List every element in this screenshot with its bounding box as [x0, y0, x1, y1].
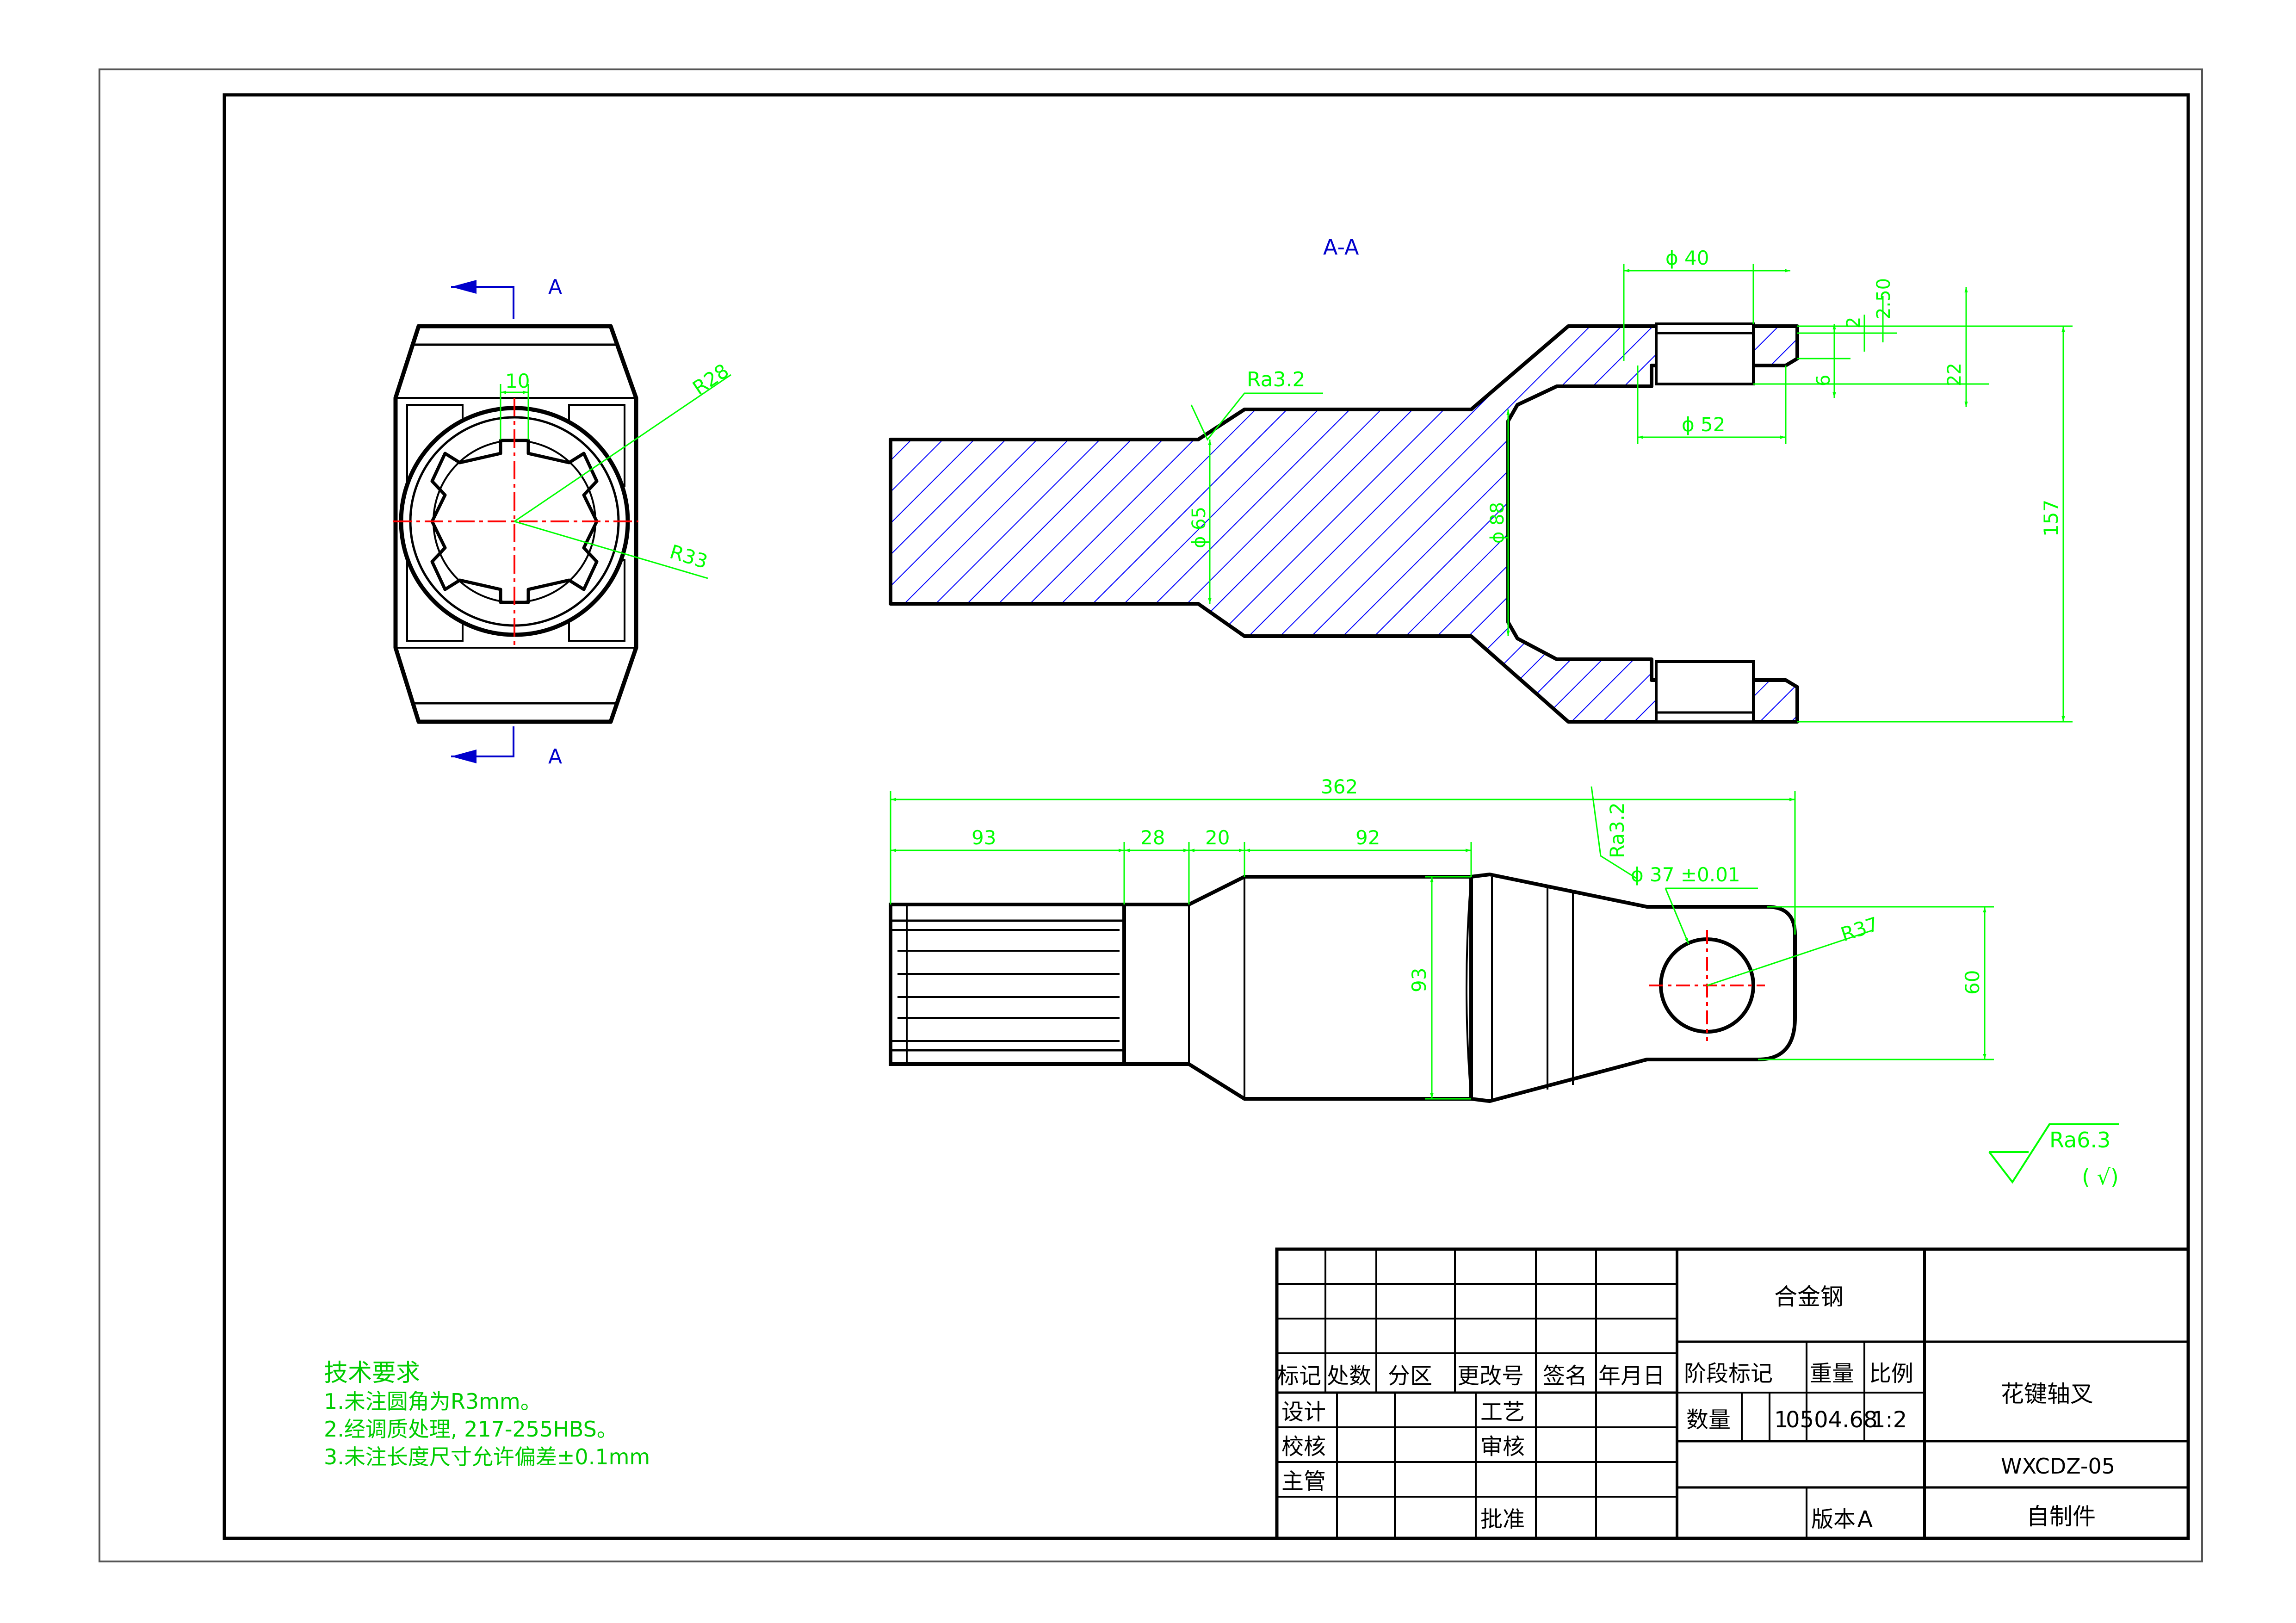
dim-r37-leader [1707, 929, 1874, 986]
tb-qty-value: 1 [1774, 1407, 1789, 1433]
roughness-symbol [1590, 786, 1638, 880]
tb-stage-label: 阶段标记 [1684, 1361, 1773, 1387]
surface-roughness-note: Ra6.3 ( √) [1988, 1123, 2119, 1189]
yoke-plan-detail [1466, 876, 1472, 1099]
dim-362-label: 362 [1321, 775, 1358, 798]
dim-phi37-leader [1665, 888, 1690, 944]
dim-6-label: 6 [1813, 375, 1834, 386]
tb-scale-label: 比例 [1869, 1361, 1913, 1387]
section-arrowhead [451, 750, 477, 763]
section-arrow-bottom [451, 726, 514, 757]
notes-item-3: 3.未注长度尺寸允许偏差±0.1mm [324, 1444, 650, 1469]
tb-role-design: 设计 [1281, 1399, 1326, 1425]
tb-scale-value: 1:2 [1871, 1407, 1907, 1433]
end-view-outline [393, 324, 638, 724]
technical-notes: 技术要求 1.未注圆角为R3mm。 2.经调质处理, 217-255HBS。 3… [324, 1359, 650, 1469]
dim-93v-label: 93 [1408, 968, 1430, 992]
tb-role-process: 工艺 [1480, 1399, 1525, 1425]
tb-part-name: 花键轴叉 [2001, 1381, 2093, 1407]
dim-r28-label: R28 [688, 359, 733, 399]
tb-header-count: 处数 [1327, 1363, 1371, 1389]
outer-border [99, 68, 2203, 1562]
tb-header-sign: 签名 [1543, 1363, 1587, 1389]
tb-qty-label: 数量 [1686, 1407, 1731, 1433]
dim-10-label: 10 [505, 370, 530, 392]
dim-157-label: 157 [2040, 500, 2062, 537]
roughness-label: Ra3.2 [1606, 802, 1628, 858]
section-arrowhead [451, 280, 477, 294]
dim-phi52-label: ϕ 52 [1682, 413, 1726, 436]
dim-r37-label: R37 [1838, 912, 1881, 946]
tb-drawing-number: WXCDZ-05 [2001, 1454, 2115, 1479]
tb-header-mark: 标记 [1277, 1363, 1321, 1389]
dim-28-label: 28 [1140, 826, 1165, 849]
dim-20-label: 20 [1205, 826, 1230, 849]
yoke-plan-outline [1471, 872, 1797, 1103]
tb-header-zone: 分区 [1388, 1363, 1432, 1389]
spline-bore [430, 439, 599, 604]
drawing-frame [223, 93, 2190, 1540]
tb-role-approve: 批准 [1480, 1506, 1525, 1532]
roughness-symbol [1190, 392, 1323, 441]
section-arrow-top [451, 286, 514, 319]
dim-phi88-label: ϕ 88 [1487, 502, 1508, 544]
tb-version-value: A [1857, 1506, 1873, 1532]
dim-92-label: 92 [1355, 826, 1380, 849]
tb-role-check: 校核 [1281, 1434, 1326, 1460]
tb-source: 自制件 [2026, 1503, 2096, 1530]
roughness-check: ( √) [2082, 1165, 2119, 1189]
dim-250-label: 2.50 [1873, 278, 1894, 319]
section-view: A-A ϕ 40 2.50 2 6 22 ϕ 52 157 [889, 235, 2073, 724]
dim-22-label: 22 [1944, 363, 1965, 386]
plan-view: 362 93 28 20 92 93 Ra3.2 ϕ 37 ±0.01 R37 … [889, 775, 1994, 1103]
dim-r33-leader [514, 520, 708, 579]
section-letter-bottom: A [548, 745, 562, 768]
tb-role-review: 审核 [1480, 1434, 1525, 1460]
tb-header-change: 更改号 [1457, 1363, 1524, 1389]
section-letter-top: A [548, 275, 562, 299]
tb-material: 合金钢 [1774, 1283, 1844, 1310]
neck-outline [1124, 875, 1473, 1101]
dim-phi37-label: ϕ 37 ±0.01 [1631, 863, 1740, 886]
roughness-label: Ra3.2 [1247, 368, 1306, 391]
tb-header-date: 年月日 [1598, 1363, 1665, 1389]
end-view: 10 R28 R33 A A [393, 275, 733, 768]
dim-phi65-label: ϕ 65 [1188, 507, 1210, 548]
roughness-symbol [1988, 1123, 2119, 1184]
tb-role-supervisor: 主管 [1281, 1468, 1326, 1494]
tb-version-label: 版本 [1811, 1506, 1856, 1532]
dim-60-label: 60 [1961, 970, 1984, 995]
notes-title: 技术要求 [324, 1359, 420, 1387]
section-view-label: A-A [1323, 235, 1359, 260]
roughness-ra63: Ra6.3 [2049, 1127, 2110, 1152]
dim-r28-leader [514, 374, 731, 522]
dim-93-label: 93 [972, 826, 996, 849]
tb-weight-label: 重量 [1810, 1361, 1854, 1387]
notes-item-1: 1.未注圆角为R3mm。 [324, 1389, 542, 1414]
dim-phi40-label: ϕ 40 [1665, 247, 1709, 269]
title-block: 标记 处数 分区 更改号 签名 年月日 设计 校核 主管 工艺 审核 批准 合金… [1275, 1247, 2190, 1540]
notes-item-2: 2.经调质处理, 217-255HBS。 [324, 1417, 618, 1442]
tb-weight-value: 0504.68 [1786, 1407, 1878, 1433]
yoke-bore-bottom [1655, 660, 1755, 723]
